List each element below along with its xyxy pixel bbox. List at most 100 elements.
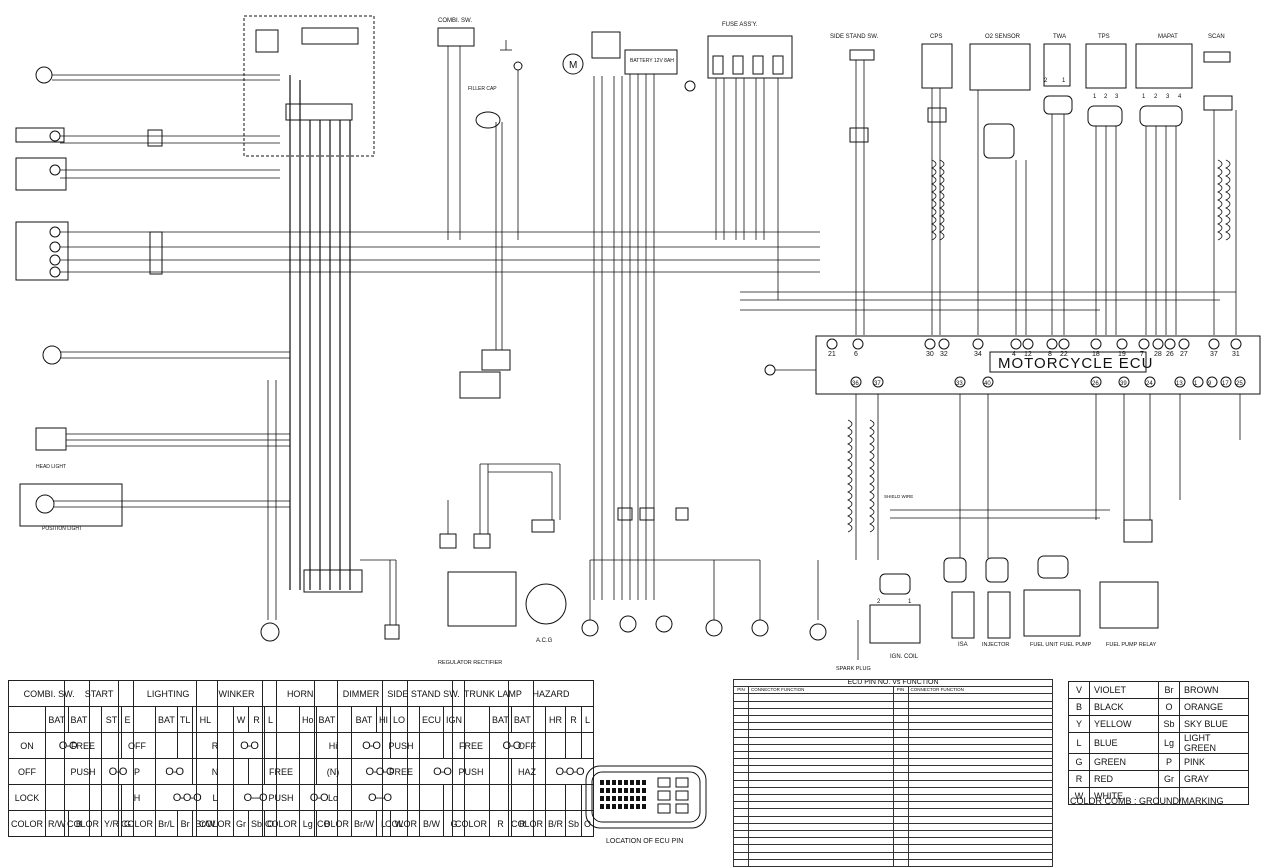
color-label: COLOR: [451, 810, 491, 837]
side-stand-sw-label: SIDE STAND SW.: [830, 34, 879, 40]
table-row: [733, 707, 1053, 716]
ecu-pin: [1230, 338, 1242, 350]
battery-label: BATTERY 12V 8AH: [630, 58, 674, 64]
scan-label: SCAN: [1208, 34, 1225, 40]
color-code: Sb: [1158, 715, 1180, 733]
row-label: N: [195, 758, 235, 785]
color-name: [1179, 787, 1249, 805]
table-row: [733, 750, 1053, 760]
sensor-group: SIDE STAND SW. CPS O2 SENSOR TWA 2 1 TPS…: [740, 34, 1237, 335]
ecu-pin: [826, 338, 838, 350]
pin-cell: [600, 780, 604, 785]
ecu-table-title: ECU PIN NO. Vs FUNCTION: [733, 678, 1053, 688]
pin-cell: [657, 790, 671, 801]
pin-cell: [630, 780, 634, 785]
pin-cell: [606, 796, 610, 801]
row-label: L: [195, 784, 235, 811]
switch-contact: O-O: [155, 758, 194, 785]
ecu-pin-number: 13: [1176, 381, 1183, 387]
color-name: GRAY: [1179, 770, 1249, 788]
color-name: GREEN: [1089, 753, 1159, 771]
row-label: Hi: [313, 732, 353, 759]
ecu-pin-number: 19: [1118, 351, 1126, 358]
cps-label: CPS: [930, 34, 942, 40]
ecu-pin-location-label: LOCATION OF ECU PIN: [606, 838, 684, 845]
row-label: R: [195, 732, 235, 759]
row-label: PUSH: [63, 758, 103, 785]
ecu-pin: [1022, 338, 1034, 350]
acg-label: A.C.G: [536, 638, 553, 644]
ecu-pin-number: 32: [940, 351, 948, 358]
ecu-pin: [1220, 376, 1232, 388]
row-label: (N): [313, 758, 353, 785]
pin-cell: [618, 796, 622, 801]
ign-coil-label: IGN. COIL: [890, 654, 919, 660]
ecu-pin-number: 26: [1092, 381, 1099, 387]
table-row: [733, 743, 1053, 752]
row-label: H: [117, 784, 157, 811]
fuse-assy-label: FUSE ASS'Y.: [722, 22, 758, 28]
ecu-pin: [1144, 376, 1156, 388]
pin-cell: [624, 780, 628, 785]
ign-pin-1: 1: [908, 599, 912, 605]
color-label: COLOR: [7, 810, 47, 837]
ecu-pin: [1208, 338, 1220, 350]
row-label: PUSH: [261, 784, 301, 811]
color-code: V: [1068, 681, 1090, 699]
col-head: CONNECTOR FUNCTION: [907, 686, 1053, 695]
pin-cell: [642, 796, 646, 801]
ecu-pin-number: 4: [1012, 351, 1016, 358]
pin-cell: [624, 788, 628, 793]
pin-cell: [642, 780, 646, 785]
table-row: [733, 793, 1053, 803]
table-row: [733, 758, 1053, 767]
color-name: SKY BLUE: [1179, 715, 1249, 733]
isa-label: ISA: [958, 642, 968, 648]
ecu-pin-number: 18: [1092, 351, 1100, 358]
pin-cell: [624, 796, 628, 801]
row-label: ON: [7, 732, 47, 759]
ecu-pin: [924, 338, 936, 350]
pin-cell: [630, 796, 634, 801]
table-row: [733, 772, 1053, 781]
col-head: CONNECTOR FUNCTION: [748, 686, 894, 695]
twa-label: TWA: [1053, 34, 1066, 40]
ecu-pin-number: 36: [852, 381, 859, 387]
filler-cap-label: FILLER CAP: [468, 86, 497, 92]
mapat-pin-4: 4: [1178, 94, 1182, 100]
ecu-pin-number: 37: [874, 381, 881, 387]
pin-cell: [642, 788, 646, 793]
pin-cell: [612, 796, 616, 801]
ecu-pin-number: 33: [956, 381, 963, 387]
ecu-pin: [1206, 376, 1218, 388]
pin-cell: [636, 780, 640, 785]
wire-color: Br: [176, 810, 194, 837]
ecu-pin-number: 8: [1048, 351, 1052, 358]
row-label: OFF: [117, 732, 157, 759]
pin-cell: [612, 780, 616, 785]
ecu-pin: [1178, 338, 1190, 350]
ecu-pin-number: 24: [1146, 381, 1153, 387]
mapat-pin-3: 3: [1166, 94, 1170, 100]
pin-cell: [642, 804, 646, 809]
color-code: B: [1068, 698, 1090, 716]
position-light-label: POSITION LIGHT: [42, 526, 82, 532]
ecu-pin: [1174, 376, 1186, 388]
table-row: [733, 779, 1053, 788]
wire-color: O: [581, 810, 595, 837]
ecu-pin-number: 39: [1120, 381, 1127, 387]
ecu-pin-number: 6: [854, 351, 858, 358]
switch-contact: O-O: [233, 732, 266, 759]
switch-contact: O-O-O: [545, 758, 595, 785]
row-label: OFF: [7, 758, 47, 785]
color-code: Y: [1068, 715, 1090, 733]
ecu-pin-number: 22: [1060, 351, 1068, 358]
